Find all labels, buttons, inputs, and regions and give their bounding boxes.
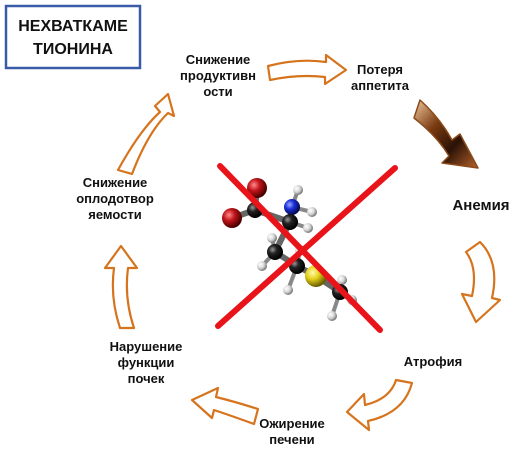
arrow-fertility-to-productivity xyxy=(116,92,176,176)
arrow-kidney-to-fertility xyxy=(103,244,139,330)
hydrogen-atom xyxy=(303,223,313,233)
label-line: ости xyxy=(203,84,232,99)
label-fertility: Снижение оплодотвор яемости xyxy=(76,175,154,222)
title-line-1: НЕХВАТКАМЕ xyxy=(18,18,128,35)
cycle-arrows xyxy=(103,53,502,432)
arrow-atrophy-to-liver xyxy=(345,378,414,432)
hydrogen-atom xyxy=(337,275,347,285)
cross-stroke-1 xyxy=(217,163,383,333)
label-kidney: Нарушение функции почек xyxy=(110,339,183,386)
hydrogen-atom xyxy=(327,311,337,321)
carbon-atom xyxy=(267,244,283,260)
label-line: яемости xyxy=(88,207,141,222)
carbon-atom xyxy=(282,214,298,230)
hydrogen-atom xyxy=(307,207,317,217)
label-line: почек xyxy=(128,371,165,386)
label-atrophy: Атрофия xyxy=(404,354,462,369)
label-line: оплодотвор xyxy=(76,191,154,206)
label-line: продуктивн xyxy=(180,68,256,83)
methionine-molecule xyxy=(222,178,357,321)
label-line: Потеря xyxy=(357,62,403,77)
hydrogen-atom xyxy=(267,233,277,243)
title-box: НЕХВАТКАМЕ ТИОНИНА xyxy=(4,4,142,70)
label-line: Нарушение xyxy=(110,339,183,354)
label-productivity: Снижение продуктивн ости xyxy=(180,52,256,99)
label-line: Анемия xyxy=(452,197,509,214)
label-line: функции xyxy=(118,355,175,370)
label-line: Ожирение xyxy=(259,416,325,431)
oxygen-atom xyxy=(222,208,242,228)
label-appetite: Потеря аппетита xyxy=(351,62,410,93)
label-line: Атрофия xyxy=(404,354,462,369)
hydrogen-atom xyxy=(283,285,293,295)
title-box-border xyxy=(4,4,142,70)
arrow-appetite-to-anemia xyxy=(413,99,479,169)
label-liver: Ожирение печени xyxy=(259,416,325,447)
hydrogen-atom xyxy=(257,261,267,271)
label-line: Снижение xyxy=(83,175,148,190)
red-cross xyxy=(215,163,398,333)
oxygen-atom xyxy=(247,178,267,198)
label-line: Снижение xyxy=(186,52,251,67)
label-line: печени xyxy=(269,432,314,447)
label-anemia: Анемия xyxy=(452,197,509,214)
arrow-anemia-to-atrophy xyxy=(460,240,502,324)
cross-stroke-2 xyxy=(215,165,398,329)
nitrogen-atom xyxy=(284,199,300,215)
hydrogen-atom xyxy=(293,185,303,195)
label-line: аппетита xyxy=(351,78,410,93)
arrow-liver-to-kidney xyxy=(190,386,260,426)
title-line-2: ТИОНИНА xyxy=(33,41,113,58)
arrow-productivity-to-appetite xyxy=(266,53,348,86)
